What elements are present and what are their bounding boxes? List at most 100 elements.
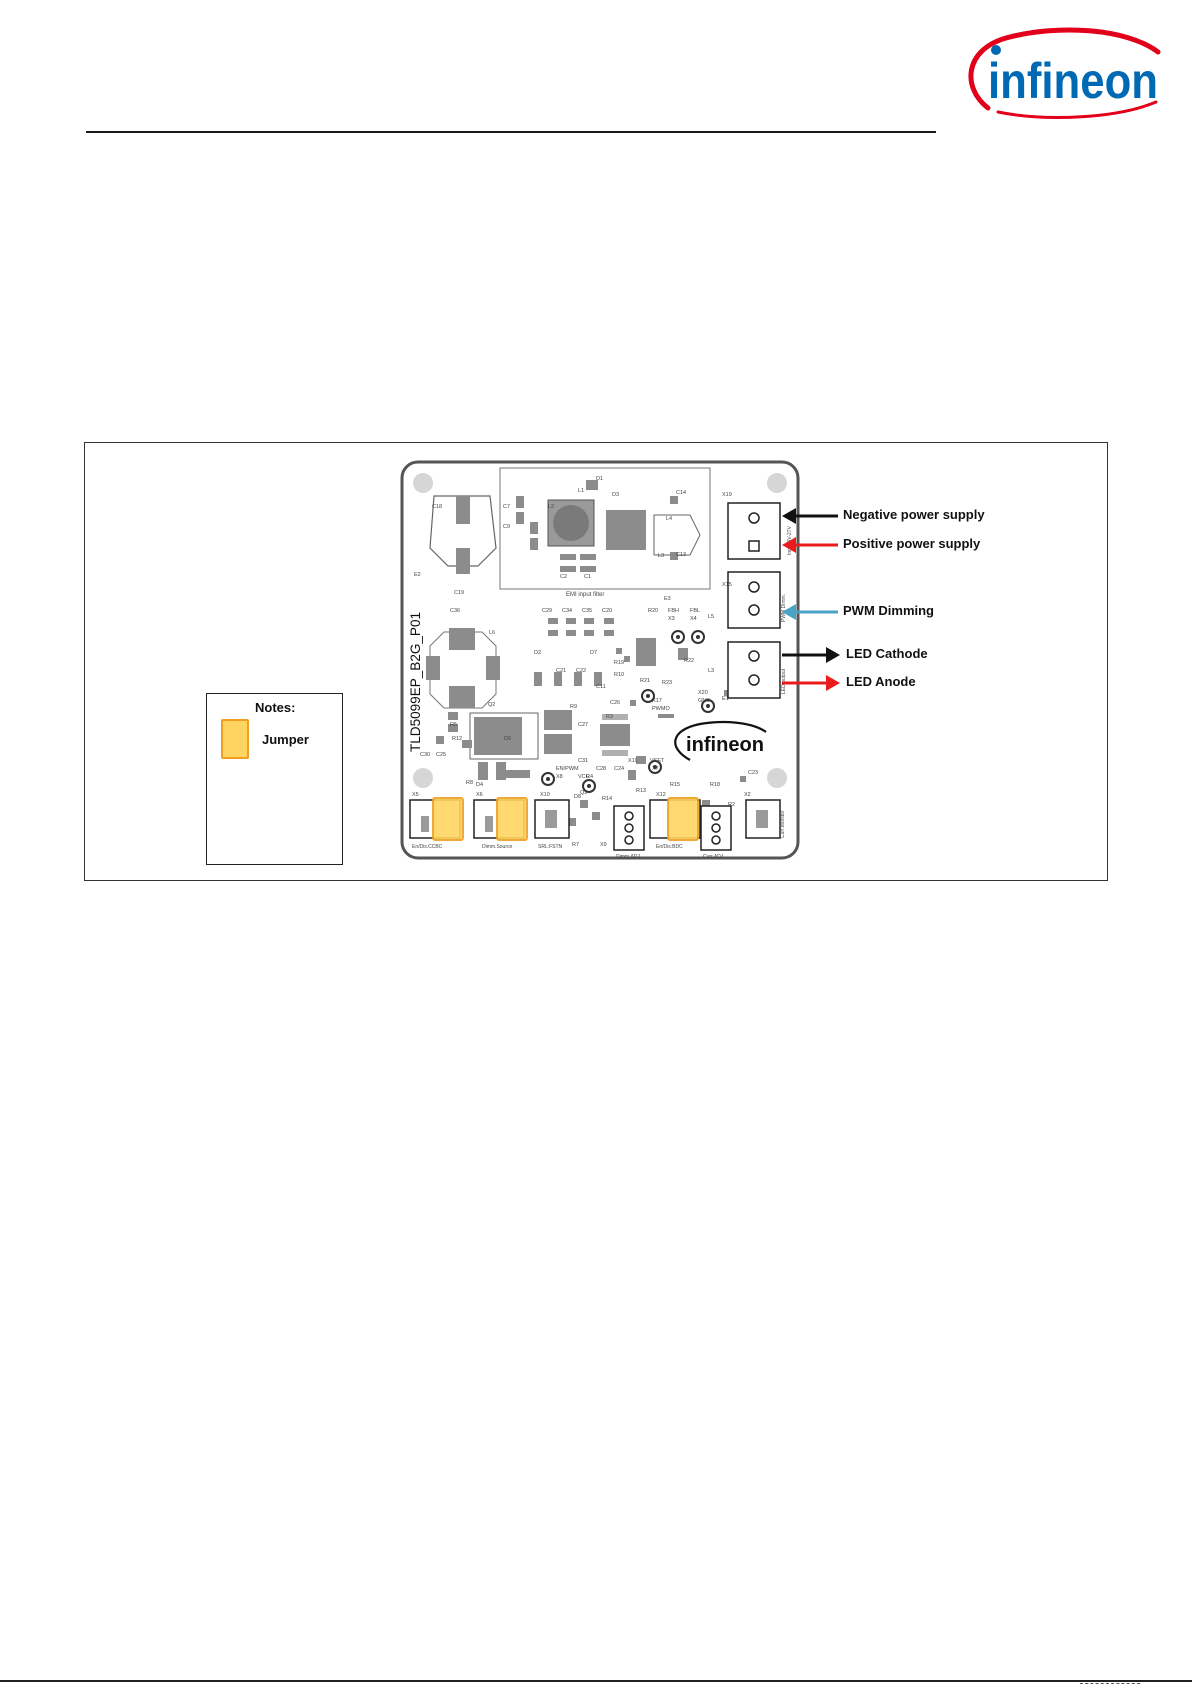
smd-components <box>436 480 746 826</box>
component-label: X2 <box>744 792 751 798</box>
component-label: R20 <box>648 608 658 614</box>
component-label: R2 <box>728 802 735 808</box>
component-label: X4 <box>690 616 697 622</box>
component-label: R14 <box>602 796 612 802</box>
arrow-negative-supply <box>782 508 838 524</box>
component-label: C28 <box>596 766 606 772</box>
component-label: C35 <box>582 608 592 614</box>
inductor-l4 <box>606 510 646 550</box>
label-x3: Dimm.Source <box>482 844 513 850</box>
component-label: C11 <box>596 684 606 690</box>
footer-ticks <box>1080 1683 1140 1686</box>
component-label: X3 <box>668 616 675 622</box>
component-label: PWMO <box>652 706 670 712</box>
label-x2: Input 6V-27V <box>787 525 793 555</box>
component-label: R10 <box>614 672 624 678</box>
component-label: R7 <box>572 842 579 848</box>
footer-rule <box>0 1680 1192 1682</box>
component-label: R3 <box>606 714 613 720</box>
label-pwm-dimming: PWM Dimming <box>843 603 934 618</box>
connector-pin <box>748 604 760 616</box>
q2-outline <box>469 712 539 760</box>
component-label: C34 <box>562 608 572 614</box>
component-label: D6 <box>504 736 511 742</box>
component-label: C26 <box>610 700 620 706</box>
arrow-led-anode <box>782 675 840 691</box>
ic-pins <box>602 714 628 720</box>
component-label: E1 <box>722 696 729 702</box>
test-point-dots <box>546 635 710 788</box>
label-led-anode: LED Anode <box>846 674 916 689</box>
label-x19: PWM Dimm. <box>781 594 787 622</box>
mounting-hole <box>413 768 433 788</box>
jumper-swatch <box>221 719 249 759</box>
header-rule <box>86 131 936 133</box>
component-label: D4 <box>476 782 483 788</box>
component-label: L4 <box>666 516 672 522</box>
connector-pin <box>748 540 760 552</box>
component-label: C20 <box>602 608 612 614</box>
connector-inner <box>421 810 768 832</box>
inductor-core <box>553 505 589 541</box>
infineon-logo: infineon <box>968 27 1161 119</box>
component-label: FBH <box>668 608 679 614</box>
component-label: L1 <box>578 488 584 494</box>
component-label: EN/PWM <box>556 766 579 772</box>
logo-wordmark: infineon <box>988 53 1158 109</box>
emi-filter-label: EMI input filter <box>566 592 604 598</box>
component-label: D8 <box>574 794 581 800</box>
component-label: L2 <box>548 504 554 510</box>
component-label: X17 <box>652 698 662 704</box>
component-label: C21 <box>556 668 566 674</box>
label-led-cathode: LED Cathode <box>846 646 928 661</box>
component-label: X15 <box>722 582 732 588</box>
component-label: C36 <box>450 608 460 614</box>
component-label: VSET <box>650 758 665 764</box>
component-label: C14 <box>676 490 686 496</box>
component-label: C9 <box>503 524 510 530</box>
component-label: R13 <box>636 788 646 794</box>
component-label: D7 <box>590 650 597 656</box>
component-label: L6 <box>489 630 495 636</box>
component-label: C18 <box>432 504 442 510</box>
jumper-highlights <box>432 797 699 841</box>
component-label: D1 <box>596 476 603 482</box>
component-label: R12 <box>452 736 462 742</box>
component-label: C27 <box>578 722 588 728</box>
component-label: C23 <box>748 770 758 776</box>
component-label: X11 <box>628 758 637 764</box>
connector-pin <box>748 674 760 686</box>
component-label: X12 <box>656 792 666 798</box>
mounting-hole <box>767 473 787 493</box>
label-x15: LED output <box>781 668 787 694</box>
component-label: C31 <box>578 758 588 764</box>
component-label: C29 <box>542 608 552 614</box>
label-x6: SRL:FSTN <box>538 844 563 850</box>
component-label: C24 <box>614 766 624 772</box>
label-x9: En/Dis.CCBC <box>412 844 443 850</box>
component-label: X10 <box>540 792 550 798</box>
component-label: Q1 <box>580 790 587 796</box>
component-label: C30 <box>420 752 430 758</box>
component-label: R19 <box>614 660 624 666</box>
component-pad <box>456 548 470 574</box>
component-label: X5 <box>412 792 419 798</box>
notes-title: Notes: <box>255 700 296 715</box>
board-logo-text: infineon <box>686 734 764 756</box>
c18-outline <box>429 495 497 567</box>
component-pad <box>456 496 470 524</box>
component-label: L5 <box>708 614 714 620</box>
component-label: X9 <box>600 842 607 848</box>
component-label: X8 <box>556 774 563 780</box>
label-curr-adj: Curr.ADJ <box>703 854 724 860</box>
label-dimm-adj: Dimm.ADJ <box>616 854 640 860</box>
board-name: TLD5099EP_B2G_P01 <box>407 612 423 752</box>
component-label: E3 <box>664 596 671 602</box>
emi-filter-region <box>499 467 711 590</box>
component-label: C1 <box>584 574 591 580</box>
component-label: Q2 <box>488 702 495 708</box>
component-label: R8 <box>466 780 473 786</box>
component-pad <box>486 656 500 680</box>
